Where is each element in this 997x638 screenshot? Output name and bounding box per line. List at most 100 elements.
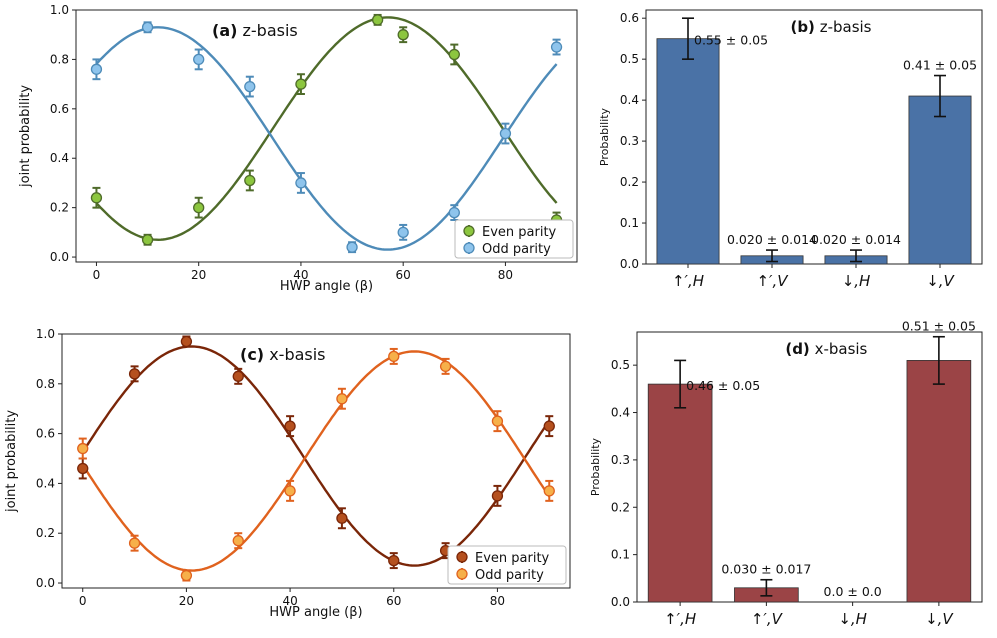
y-tick-label: 0.5 [611, 358, 630, 372]
bar [906, 360, 972, 603]
y-tick-label: 0.6 [50, 102, 69, 116]
data-point-odd [284, 485, 296, 497]
data-point-even [77, 462, 89, 475]
data-point-even [491, 490, 504, 502]
panel-title: (c) x-basis [240, 345, 326, 364]
fit-curve-even [95, 16, 558, 242]
y-tick-label: 0.0 [50, 250, 69, 264]
panel-label: (d) [785, 340, 809, 358]
data-point-odd [448, 206, 460, 219]
data-point-even [193, 201, 205, 214]
y-tick-label: 0.2 [611, 500, 630, 514]
data-point-even [336, 512, 348, 524]
bar-value-label: 0.0 ± 0.0 [824, 584, 882, 599]
x-tick-label: 80 [490, 594, 505, 608]
data-point-odd [388, 350, 400, 363]
y-tick-label: 0.4 [611, 406, 630, 420]
data-point-odd [543, 485, 555, 497]
panel-label: (a) [212, 21, 237, 40]
data-point-even [371, 14, 384, 26]
data-point-odd [77, 442, 89, 455]
data-point-odd [244, 80, 256, 93]
data-point-odd [193, 53, 205, 66]
y-tick-label: 0.4 [36, 476, 55, 490]
bar [647, 383, 713, 603]
x-tick-label: ↓,V [925, 610, 954, 628]
data-point-even [232, 370, 244, 382]
x-tick-label: ↑′,V [751, 610, 784, 628]
legend-marker [456, 568, 468, 580]
data-point-even [244, 174, 256, 187]
panel-title: (a) z-basis [212, 21, 298, 40]
panel-title-text: z-basis [815, 18, 872, 36]
panel-label: (c) [240, 345, 264, 364]
data-point-odd [346, 241, 358, 253]
legend-marker [463, 225, 475, 237]
data-point-odd [90, 63, 103, 75]
data-point-even [284, 420, 296, 432]
data-point-even [448, 48, 460, 61]
fit-curve-odd [81, 350, 551, 572]
data-point-even [295, 78, 307, 90]
x-tick-label: ↑′,H [672, 272, 704, 290]
y-axis-label: Probability [589, 437, 602, 496]
x-axis-label: HWP angle (β) [269, 605, 362, 620]
y-tick-label: 0.1 [620, 216, 639, 230]
legend-box [454, 219, 574, 259]
data-point-odd [499, 127, 512, 140]
data-point-odd [550, 41, 563, 53]
panel-title-text: z-basis [237, 21, 297, 40]
y-tick-label: 0.6 [620, 11, 639, 25]
fit-curve-odd [95, 26, 558, 251]
x-tick-label: 60 [396, 268, 411, 282]
x-tick-label: 80 [498, 268, 513, 282]
y-tick-label: 0.2 [50, 201, 69, 215]
data-point-even [128, 368, 141, 380]
y-tick-label: 0.3 [620, 134, 639, 148]
x-tick-label: ↓,V [926, 272, 955, 290]
bar-value-label: 0.41 ± 0.05 [903, 58, 977, 73]
y-tick-label: 0.4 [50, 151, 69, 165]
x-tick-label: 60 [386, 594, 401, 608]
fit-curve-even [81, 345, 551, 567]
data-point-even [388, 554, 400, 567]
bar-value-label: 0.030 ± 0.017 [721, 562, 811, 577]
panel-title-text: x-basis [264, 345, 325, 364]
y-axis-label: joint probability [4, 410, 19, 513]
panel-label: (b) [790, 18, 814, 36]
bar [908, 95, 972, 265]
legend-marker [456, 551, 468, 563]
legend-box [447, 545, 567, 585]
x-tick-label: ↓,H [838, 610, 867, 628]
y-tick-label: 0.0 [620, 257, 639, 271]
bar-value-label: 0.51 ± 0.05 [902, 319, 976, 334]
y-tick-label: 0.3 [611, 453, 630, 467]
data-point-odd [232, 535, 244, 547]
y-tick-label: 0.8 [50, 52, 69, 66]
y-tick-label: 0.6 [36, 427, 55, 441]
bar [656, 38, 720, 265]
y-tick-label: 0.2 [36, 526, 55, 540]
y-tick-label: 0.8 [36, 377, 55, 391]
x-tick-label: 20 [191, 268, 206, 282]
bar-value-label: 0.55 ± 0.05 [694, 33, 768, 48]
legend-marker [463, 242, 475, 254]
panel-title: (d) x-basis [785, 340, 867, 358]
x-tick-label: 0 [79, 594, 87, 608]
y-tick-label: 1.0 [36, 327, 55, 341]
x-tick-label: 40 [293, 268, 308, 282]
y-tick-label: 0.4 [620, 93, 639, 107]
legend-label: Odd parity [475, 568, 544, 583]
data-point-even [543, 420, 555, 432]
x-axis-label: HWP angle (β) [280, 279, 373, 294]
legend-label: Even parity [475, 551, 550, 566]
y-tick-label: 0.0 [611, 595, 630, 609]
data-point-even [90, 192, 103, 204]
